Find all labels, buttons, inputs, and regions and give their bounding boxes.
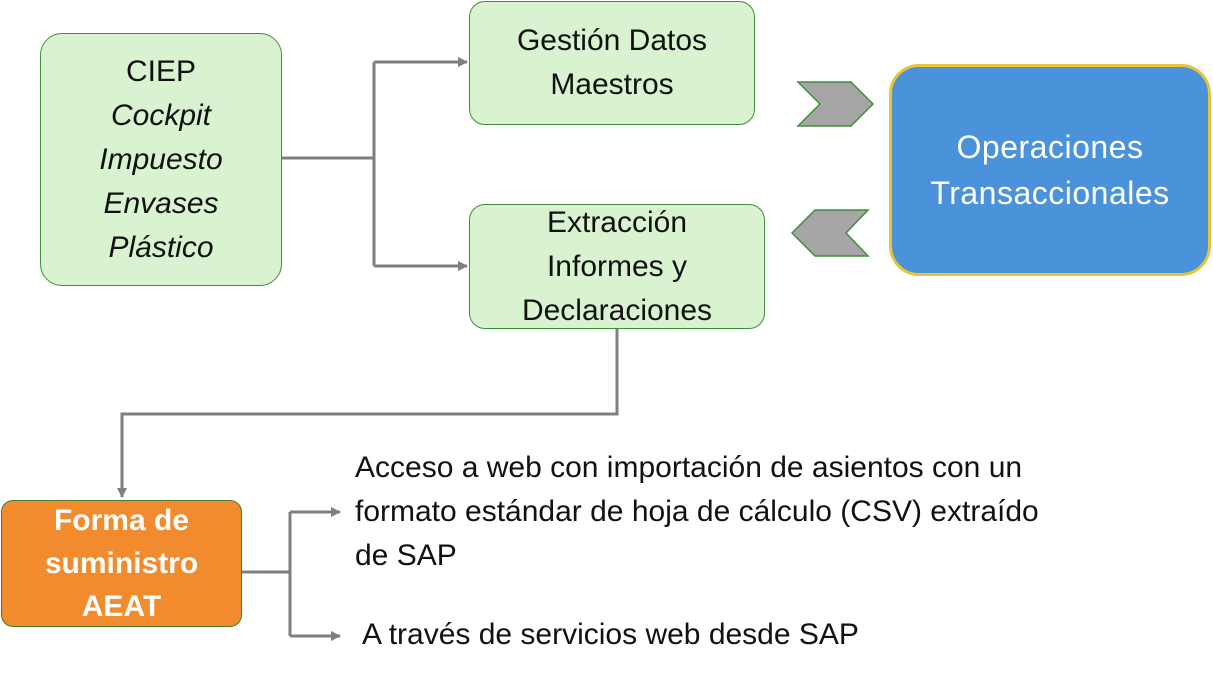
ciep-line-1: Cockpit bbox=[110, 98, 212, 132]
web-import-line-3: de SAP bbox=[355, 539, 457, 572]
ciep-line-4: Plástico bbox=[108, 230, 214, 264]
chevron-left-icon bbox=[790, 209, 870, 257]
operaciones-line-1: Operaciones bbox=[956, 129, 1144, 165]
web-services-note: A través de servicios web desde SAP bbox=[362, 613, 1062, 657]
forma-suministro-aeat-node: Forma de suministro AEAT bbox=[1, 500, 242, 627]
ciep-line-2: Impuesto bbox=[99, 142, 223, 176]
gestion-line-1: Gestión Datos bbox=[516, 24, 708, 57]
gestion-line-2: Maestros bbox=[550, 68, 674, 101]
gestion-datos-maestros-node: Gestión Datos Maestros bbox=[469, 1, 755, 125]
extraccion-line-3: Declaraciones bbox=[521, 293, 713, 327]
chevron-right-icon bbox=[796, 81, 875, 127]
aeat-line-3: AEAT bbox=[81, 590, 162, 623]
extraccion-line-1: Extracción bbox=[546, 205, 688, 239]
operaciones-line-2: Transaccionales bbox=[930, 175, 1170, 211]
ciep-line-3: Envases bbox=[103, 186, 219, 220]
web-import-note: Acceso a web con importación de asientos… bbox=[355, 446, 1175, 578]
web-services-line-1: A través de servicios web desde SAP bbox=[362, 618, 859, 651]
web-import-line-2: formato estándar de hoja de cálculo (CSV… bbox=[355, 495, 1039, 528]
web-import-line-1: Acceso a web con importación de asientos… bbox=[355, 451, 1023, 484]
ciep-cockpit-node: CIEP Cockpit Impuesto Envases Plástico bbox=[40, 33, 282, 286]
extraccion-line-2: Informes y bbox=[546, 249, 688, 283]
arrow-extraccion-to-aeat bbox=[117, 329, 619, 498]
extraccion-informes-node: Extracción Informes y Declaraciones bbox=[469, 204, 765, 329]
operaciones-transaccionales-node: Operaciones Transaccionales bbox=[889, 64, 1211, 276]
aeat-line-2: suministro bbox=[44, 547, 199, 580]
aeat-line-1: Forma de bbox=[53, 504, 190, 537]
ciep-title: CIEP bbox=[125, 54, 197, 88]
